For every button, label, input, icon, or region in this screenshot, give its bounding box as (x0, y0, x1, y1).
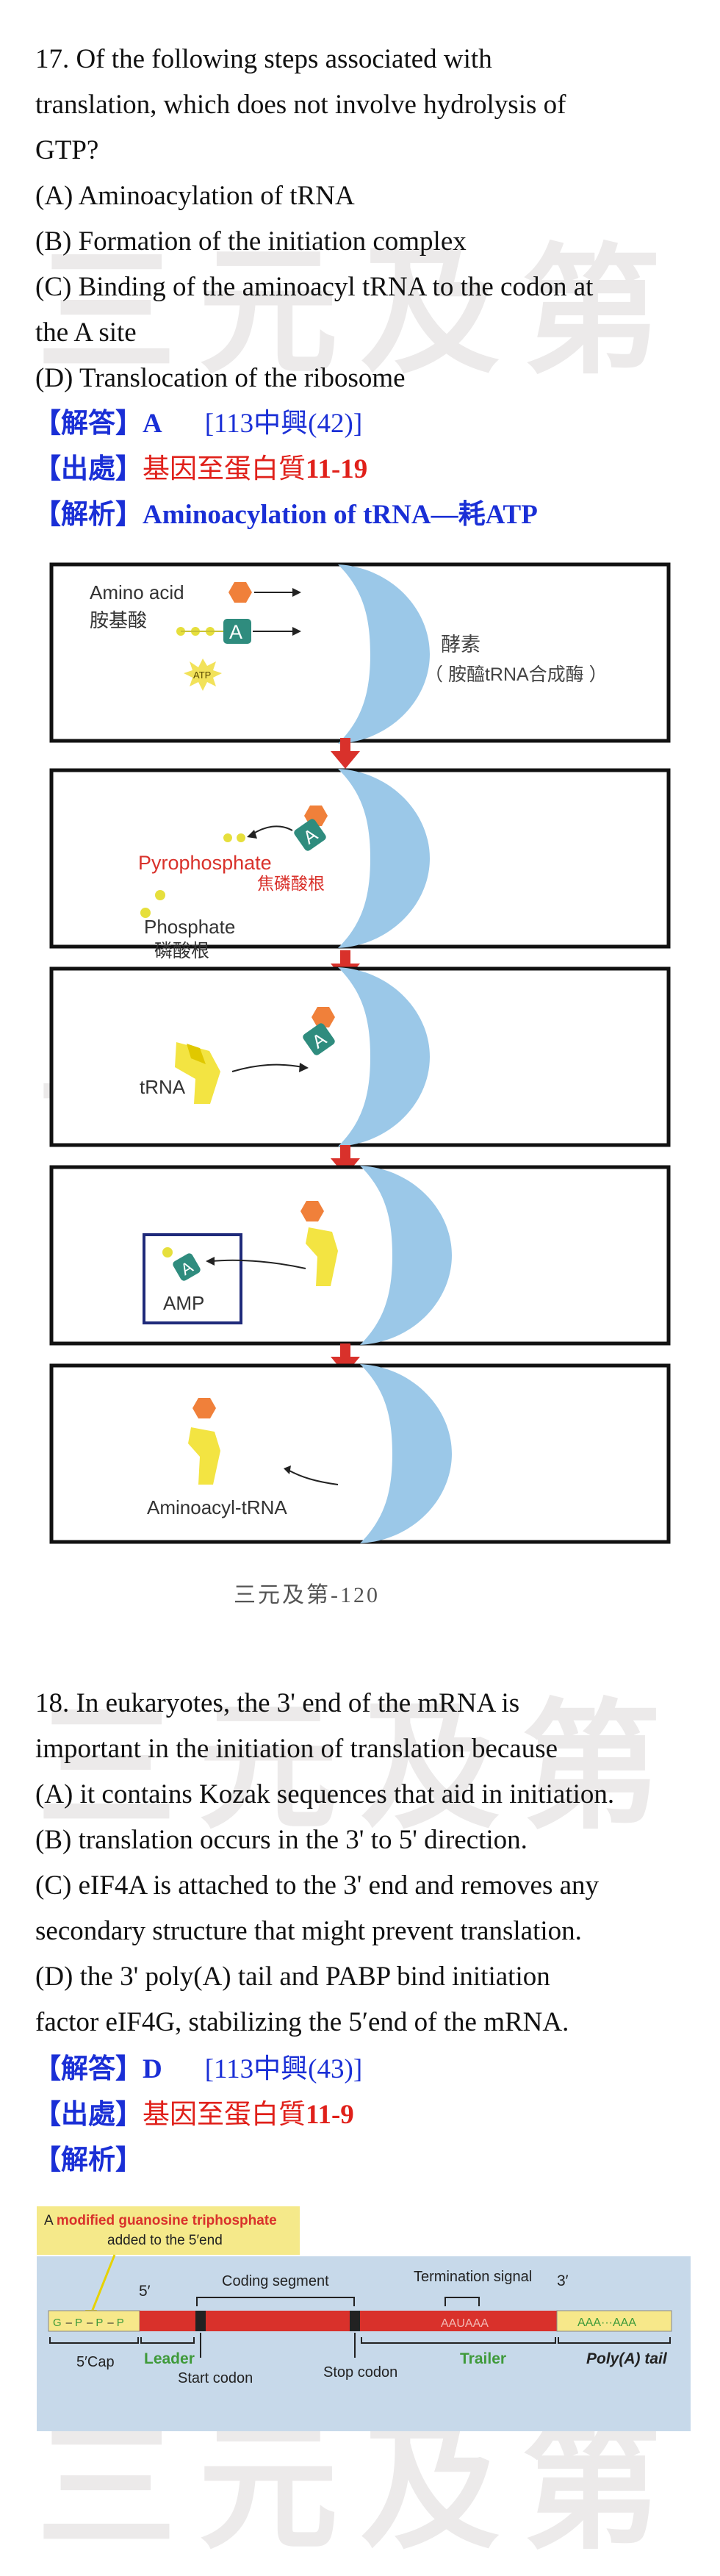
callout-line-2: added to the 5′end (107, 2233, 223, 2248)
trna-icon (306, 1227, 338, 1286)
pyrophosphate-label: Pyrophosphate (138, 852, 272, 874)
leader-segment (140, 2311, 195, 2331)
answer-tag: 【解答】 (34, 2054, 143, 2084)
coding-segment (206, 2311, 350, 2331)
stop-codon-mark (350, 2311, 360, 2331)
source-text: 基因至蛋白質 (143, 2100, 306, 2130)
question-18-line: 18. In eukaryotes, the 3' end of the mRN… (35, 1688, 520, 1718)
polya-region (556, 2310, 672, 2332)
callout-line-1: A modified guanosine triphosphate (44, 2213, 277, 2228)
start-codon-mark (195, 2311, 206, 2331)
question-18: 18. In eukaryotes, the 3' end of the mRN… (35, 1681, 696, 2045)
trailer-label: Trailer (460, 2350, 506, 2367)
cap-sequence: G–P–P–P (53, 2317, 124, 2329)
phosphate-label: Phosphate (144, 916, 235, 938)
cap-region (48, 2310, 140, 2332)
trna-label: tRNA (140, 1076, 186, 1098)
q18-analysis-line: 【解析】 (34, 2138, 143, 2184)
question-17-line: translation, which does not involve hydr… (35, 90, 566, 120)
cap-callout (37, 2206, 300, 2255)
atp-burst-icon (184, 659, 222, 691)
start-codon-label: Start codon (178, 2370, 253, 2386)
question-18-option: (A) it contains Kozak sequences that aid… (35, 1779, 615, 1809)
page-footer: 三元及第-120 (234, 1583, 380, 1607)
question-18-line: important in the initiation of translati… (35, 1734, 558, 1764)
q17-answer-line: 【解答】A [113中興(42)] (34, 401, 362, 447)
atp-label: ATP (193, 670, 211, 681)
three-prime-label: 3′ (557, 2272, 569, 2289)
question-18-line: factor eIF4G, stabilizing the 5′end of t… (35, 2007, 569, 2037)
phosphate-zh-label: 磷酸根 (154, 941, 209, 961)
coding-segment-label: Coding segment (222, 2273, 329, 2289)
enzyme-full-name: （ 胺醯tRNA合成酶 ） (425, 664, 608, 685)
answer-tag: 【解答】 (34, 409, 143, 439)
watermark-3: 三元及第 (37, 1686, 684, 1848)
five-prime-label: 5′ (139, 2283, 151, 2300)
phosphate-dot (140, 908, 151, 918)
q18-answer-line: 【解答】D [113中興(43)] (34, 2047, 362, 2092)
mrna-structure-figure: A modified guanosine triphosphate added … (37, 2206, 691, 2431)
amino-acid-label: Amino acid (90, 581, 184, 603)
question-17-option: (B) Formation of the initiation complex (35, 226, 467, 256)
amp-box (143, 1233, 242, 1324)
source-number: 11-9 (306, 2100, 354, 2130)
trna-icon (175, 1042, 220, 1104)
q17-source-line: 【出處】基因至蛋白質11-19 (34, 447, 367, 492)
stop-codon-label: Stop codon (323, 2364, 397, 2381)
polya-sequence: AAA···AAA (577, 2317, 636, 2329)
a-adenosine-icon (223, 619, 251, 644)
a-letter: A (229, 621, 242, 643)
analysis-tag: 【解析】 (34, 500, 143, 530)
source-tag: 【出處】 (34, 2100, 143, 2130)
question-17-line: GTP? (35, 135, 99, 165)
answer-reference: [113中興(42)] (204, 409, 363, 439)
termination-signal-label: Termination signal (414, 2269, 532, 2285)
question-17: 17. Of the following steps associated wi… (35, 37, 696, 401)
analysis-tag: 【解析】 (34, 2145, 143, 2175)
leader-label: Leader (144, 2350, 195, 2367)
answer-value: D (143, 2054, 162, 2084)
question-17-option: (D) Translocation of the ribosome (35, 363, 406, 393)
pyrophosphate-zh-label: 焦磷酸根 (257, 874, 325, 893)
question-17-line: 17. Of the following steps associated wi… (35, 44, 492, 74)
source-text: 基因至蛋白質 (143, 454, 306, 484)
question-17-line: the A site (35, 317, 137, 348)
enzyme-label: 酵素 (441, 634, 480, 656)
amino-acid-zh-label: 胺基酸 (90, 609, 147, 631)
aauaaa-sequence: AAUAAA (441, 2317, 489, 2330)
question-17-option: (C) Binding of the aminoacyl tRNA to the… (35, 272, 594, 302)
question-18-option: (C) eIF4A is attached to the 3' end and … (35, 1870, 600, 1901)
cap-label: 5′Cap (76, 2354, 115, 2370)
question-18-option: (D) the 3' poly(A) tail and PABP bind in… (35, 1962, 550, 1992)
source-number: 11-19 (306, 454, 368, 484)
polya-tail-label: Poly(A) tail (586, 2350, 668, 2367)
source-tag: 【出處】 (34, 454, 143, 484)
question-17-option: (A) Aminoacylation of tRNA (35, 181, 355, 211)
question-18-line: secondary structure that might prevent t… (35, 1916, 582, 1946)
q17-analysis-line: 【解析】Aminoacylation of tRNA—耗ATP (34, 492, 538, 538)
answer-value: A (143, 409, 162, 439)
watermark-1: 三元及第 (37, 231, 684, 393)
question-18-option: (B) translation occurs in the 3' to 5' d… (35, 1825, 528, 1855)
trailer-segment (360, 2311, 557, 2331)
answer-reference: [113中興(43)] (204, 2054, 363, 2084)
analysis-text: Aminoacylation of tRNA—耗ATP (143, 500, 538, 530)
q18-source-line: 【出處】基因至蛋白質11-9 (34, 2092, 354, 2138)
panel-5-frame (49, 1363, 671, 1544)
amp-label: AMP (163, 1292, 204, 1314)
aminoacylation-figure: Amino acid 胺基酸 A ATP 酵素 （ 胺醯tRNA合成酶 ） A … (49, 562, 671, 1544)
aminoacyl-trna-label: Aminoacyl-tRNA (147, 1496, 287, 1518)
aminoacyl-trna-icon (188, 1427, 220, 1485)
